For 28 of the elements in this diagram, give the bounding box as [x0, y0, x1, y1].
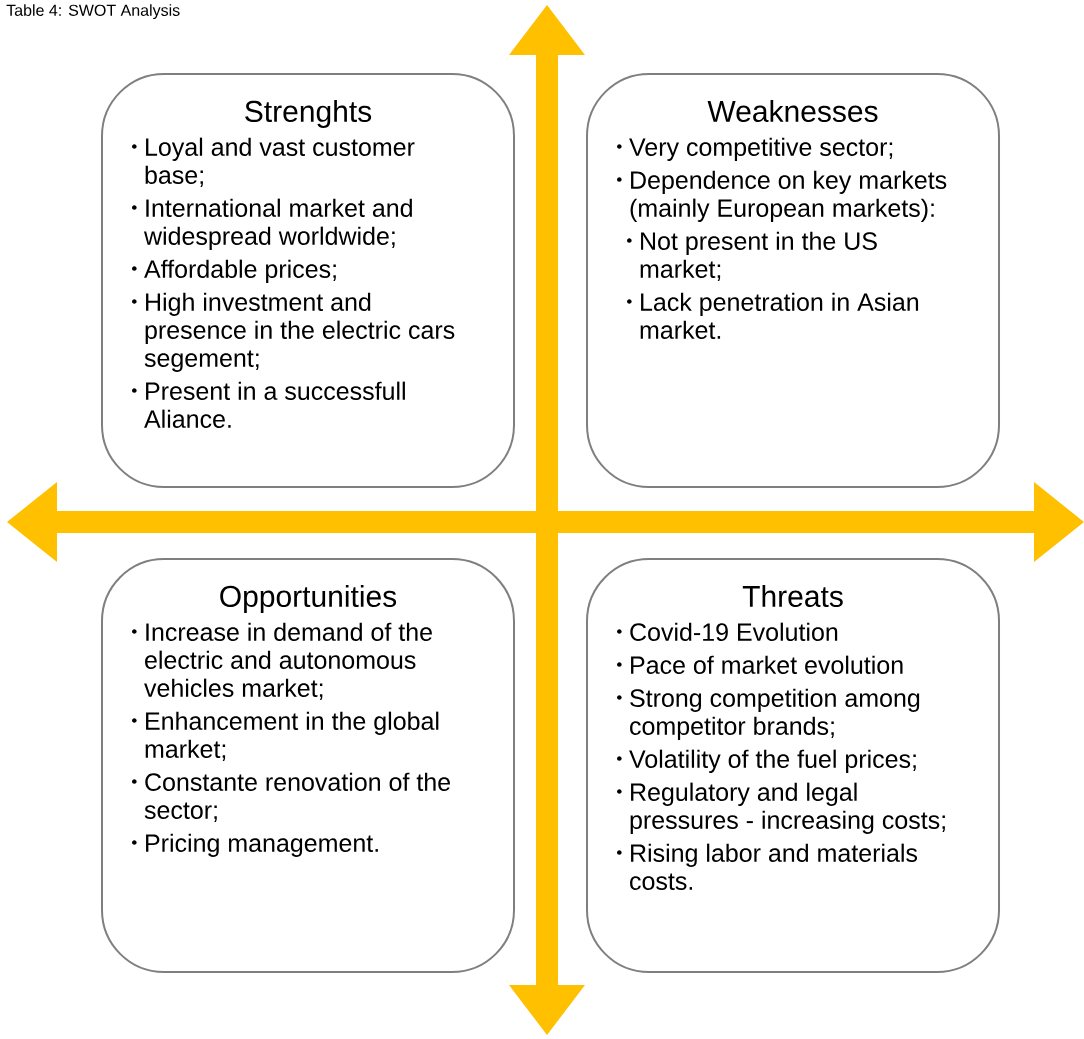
quadrant-box	[586, 558, 1000, 973]
bullet-item: Lack penetration in Asian market.	[640, 292, 919, 339]
bullet-item: Enhancement in the global market;	[145, 711, 439, 761]
table-caption: Table 4: SWOT Analysis	[6, 4, 180, 20]
quadrant-heading: Strenghts	[245, 100, 372, 128]
bullet-item: Dependence on key markets (mainly European markets):	[630, 170, 947, 222]
bullet-item: Very competitive sector;	[629, 137, 893, 161]
quadrant-heading: Opportunities	[220, 585, 397, 613]
bullet-item: Present in a successfull Aliance.	[144, 381, 405, 428]
bullet-item: Volatility of the fuel prices;	[629, 749, 916, 773]
bullet-item: Constante renovation of the sector;	[144, 772, 450, 822]
bullet-item: Strong competition among competitor brands;	[630, 688, 920, 740]
quadrant-heading: Threats	[742, 585, 843, 608]
bullet-item: Pricing management.	[146, 833, 378, 857]
quadrant-box	[101, 558, 515, 973]
bullet-item: International market and widespread worldwide;	[143, 198, 412, 250]
bullet-item: Rising labor and materials costs.	[630, 843, 918, 890]
bullet-item: Increase in demand of the electric and autonomous vehicles market;	[144, 622, 432, 700]
bullet-item: Covid-19 Evolution	[630, 622, 838, 641]
bullet-item: Affordable prices;	[144, 259, 336, 283]
bullet-item: High investment and presence in the electric cars segement;	[144, 292, 455, 372]
quadrant-heading: Weaknesses	[707, 100, 878, 123]
quadrant-box	[101, 73, 515, 488]
quadrant-box	[586, 73, 1000, 488]
bullet-item: Not present in the US market;	[640, 231, 877, 281]
bullet-item: Pace of market evolution	[631, 655, 903, 674]
bullet-item: Regulatory and legal pressures - increasing costs;	[630, 782, 945, 834]
bullet-item: Loyal and vast customer base;	[145, 137, 415, 187]
